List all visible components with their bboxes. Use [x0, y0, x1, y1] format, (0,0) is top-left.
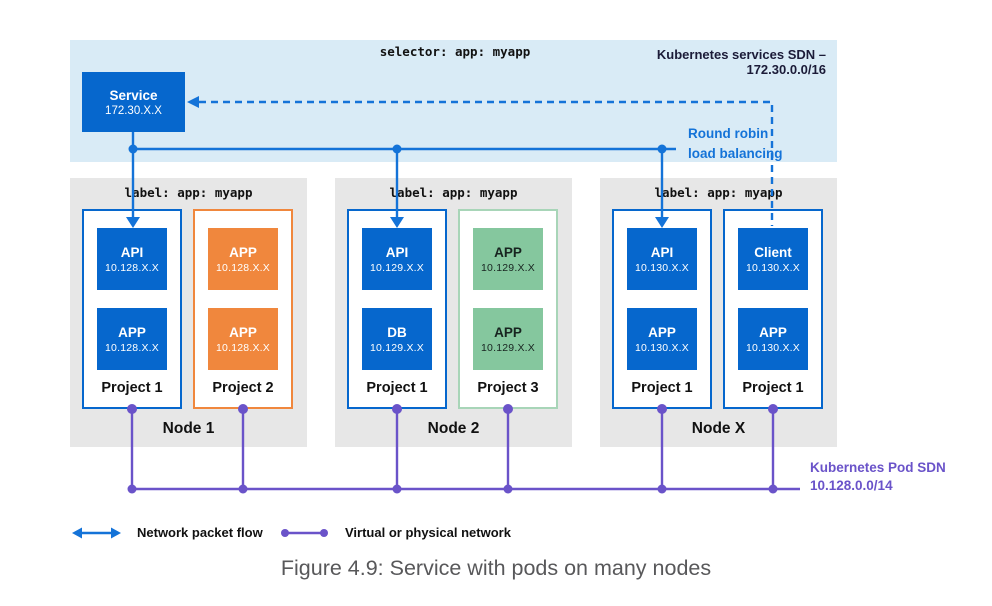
network-legend-icon — [281, 529, 328, 537]
pod: APP 10.129.X.X — [473, 308, 543, 370]
pod: DB 10.129.X.X — [362, 308, 432, 370]
pod-name: APP — [118, 324, 146, 340]
pod-name: API — [120, 244, 144, 260]
pod-ip: 10.129.X.X — [370, 261, 424, 274]
node-2-label: label: app: myapp — [389, 185, 518, 200]
project-name: Project 1 — [742, 380, 804, 396]
project-name: Project 3 — [477, 380, 539, 396]
pod-ip: 10.130.X.X — [746, 341, 800, 354]
pod-name: APP — [229, 244, 257, 260]
pod-sdn-line2: 10.128.0.0/14 — [810, 477, 893, 493]
pod-name: APP — [229, 324, 257, 340]
node-2-project-3: APP 10.129.X.X APP 10.129.X.X Project 3 — [458, 209, 558, 409]
pod: APP 10.128.X.X — [208, 308, 278, 370]
project-name: Project 1 — [366, 380, 428, 396]
figure-caption: Figure 4.9: Service with pods on many no… — [280, 556, 712, 580]
pod-name: APP — [494, 324, 522, 340]
services-sdn-title: Kubernetes services SDN – 172.30.0.0/16 — [656, 47, 826, 77]
node-name: Node X — [691, 420, 746, 437]
node-x-project-1b: Client 10.130.X.X APP 10.130.X.X Project… — [723, 209, 823, 409]
round-robin-label: Round robin load balancing — [688, 124, 783, 165]
project-name: Project 2 — [212, 380, 274, 396]
pod-name: APP — [759, 324, 787, 340]
pod: APP 10.129.X.X — [473, 228, 543, 290]
node-1-project-2: APP 10.128.X.X APP 10.128.X.X Project 2 — [193, 209, 293, 409]
packet-flow-legend-icon — [72, 527, 121, 539]
node-x-project-1a: API 10.130.X.X APP 10.130.X.X Project 1 — [612, 209, 712, 409]
pod-sdn-line1: Kubernetes Pod SDN — [810, 460, 946, 475]
legend-network-label: Virtual or physical network — [345, 525, 511, 540]
pod: APP 10.130.X.X — [627, 308, 697, 370]
node-x: label: app: myapp API 10.130.X.X APP 10.… — [600, 178, 837, 447]
pod-ip: 10.130.X.X — [746, 261, 800, 274]
pod-name: API — [385, 244, 409, 260]
pod-ip: 10.128.X.X — [216, 341, 270, 354]
pod: API 10.129.X.X — [362, 228, 432, 290]
project-name: Project 1 — [101, 380, 163, 396]
pod: APP 10.128.X.X — [208, 228, 278, 290]
pod-ip: 10.130.X.X — [635, 261, 689, 274]
pod: Client 10.130.X.X — [738, 228, 808, 290]
pod: API 10.128.X.X — [97, 228, 167, 290]
node-name: Node 1 — [162, 420, 215, 437]
pod: APP 10.128.X.X — [97, 308, 167, 370]
pod: APP 10.130.X.X — [738, 308, 808, 370]
node-name: Node 2 — [427, 420, 480, 437]
pod-name: Client — [754, 244, 792, 260]
selector-label: selector: app: myapp — [379, 44, 531, 59]
project-name: Project 1 — [631, 380, 693, 396]
service-box: Service 172.30.X.X — [82, 72, 185, 132]
pod-name: DB — [387, 324, 407, 340]
node-2: label: app: myapp API 10.129.X.X DB 10.1… — [335, 178, 572, 447]
pod-ip: 10.129.X.X — [370, 341, 424, 354]
node-x-label: label: app: myapp — [654, 185, 783, 200]
node-1: label: app: myapp API 10.128.X.X APP 10.… — [70, 178, 307, 447]
round-robin-line1: Round robin — [688, 126, 769, 141]
pod-ip: 10.128.X.X — [105, 261, 159, 274]
node-2-project-1: API 10.129.X.X DB 10.129.X.X Project 1 — [347, 209, 447, 409]
node-1-label: label: app: myapp — [124, 185, 253, 200]
pod: API 10.130.X.X — [627, 228, 697, 290]
round-robin-line2: load balancing — [688, 146, 783, 162]
service-name: Service — [109, 87, 158, 103]
pod-ip: 10.129.X.X — [481, 261, 535, 274]
service-ip: 172.30.X.X — [105, 104, 162, 117]
pod-name: API — [650, 244, 674, 260]
pod-ip: 10.130.X.X — [635, 341, 689, 354]
node-1-project-1: API 10.128.X.X APP 10.128.X.X Project 1 — [82, 209, 182, 409]
pod-name: APP — [648, 324, 676, 340]
legend-packet-flow-label: Network packet flow — [137, 525, 263, 540]
pod-name: APP — [494, 244, 522, 260]
pod-ip: 10.129.X.X — [481, 341, 535, 354]
pod-sdn-label: Kubernetes Pod SDN 10.128.0.0/14 — [810, 459, 946, 494]
pod-ip: 10.128.X.X — [105, 341, 159, 354]
pod-ip: 10.128.X.X — [216, 261, 270, 274]
